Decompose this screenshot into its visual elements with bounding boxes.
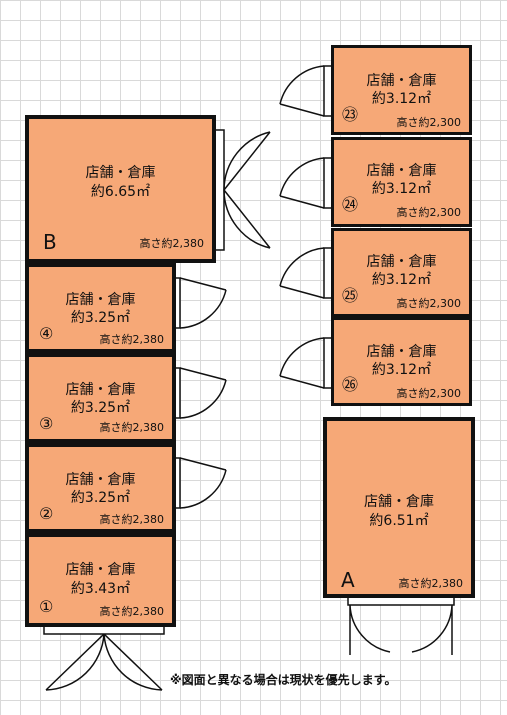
unit-area: 約6.51㎡ [369,513,429,529]
unit-height: 高さ約2,380 [99,421,165,434]
unit-id: ② [39,504,54,523]
unit-label: 店舗・倉庫 [366,344,437,360]
unit-area: 約3.12㎡ [371,181,432,197]
unit-area: 約3.12㎡ [371,362,432,378]
door-24 [279,157,333,209]
unit-height: 高さ約2,380 [398,577,464,590]
unit-label: 店舗・倉庫 [366,254,437,270]
unit-area: 約3.25㎡ [70,400,131,416]
unit-area: 約3.43㎡ [70,581,131,597]
unit-height: 高さ約2,300 [396,206,462,219]
unit-label: 店舗・倉庫 [85,165,156,181]
door-4 [171,277,227,329]
unit-height: 高さ約2,300 [396,387,462,400]
door-a [347,596,455,655]
unit-id: B [43,230,57,254]
unit-24: 店舗・倉庫 約3.12㎡ ㉔ 高さ約2,300 [331,137,472,227]
door-b [213,129,271,251]
door-25 [279,247,333,299]
unit-id: ㉖ [342,375,359,394]
unit-b: 店舗・倉庫 約6.65㎡ B 高さ約2,380 [25,115,216,263]
unit-23: 店舗・倉庫 約3.12㎡ ㉓ 高さ約2,300 [331,45,472,135]
door-23 [279,65,333,117]
unit-height: 高さ約2,380 [99,333,165,346]
unit-26: 店舗・倉庫 約3.12㎡ ㉖ 高さ約2,300 [331,317,472,406]
unit-label: 店舗・倉庫 [366,73,437,89]
unit-height: 高さ約2,380 [99,605,165,618]
unit-1: 店舗・倉庫 約3.43㎡ ① 高さ約2,380 [25,533,176,627]
unit-area: 約6.65㎡ [90,184,151,200]
unit-height: 高さ約2,300 [396,116,462,129]
unit-a: 店舗・倉庫 約6.51㎡ A 高さ約2,380 [323,417,475,598]
unit-label: 店舗・倉庫 [364,494,434,510]
unit-4: 店舗・倉庫 約3.25㎡ ④ 高さ約2,380 [25,263,176,353]
unit-id: A [341,568,355,592]
unit-25: 店舗・倉庫 約3.12㎡ ㉕ 高さ約2,300 [331,228,472,317]
unit-id: ㉔ [342,195,359,214]
unit-area: 約3.25㎡ [70,490,131,506]
disclaimer-note: ※図面と異なる場合は現状を優先します。 [170,673,397,687]
unit-label: 店舗・倉庫 [65,472,136,488]
unit-id: ④ [39,324,54,343]
unit-height: 高さ約2,380 [139,237,205,250]
unit-label: 店舗・倉庫 [65,292,136,308]
unit-label: 店舗・倉庫 [366,163,437,179]
unit-id: ㉓ [342,105,359,124]
door-26 [279,337,333,389]
unit-id: ① [39,597,54,616]
unit-id: ③ [39,414,54,433]
unit-label: 店舗・倉庫 [65,382,136,398]
door-1 [43,624,165,691]
unit-2: 店舗・倉庫 約3.25㎡ ② 高さ約2,380 [25,443,176,533]
door-2 [171,457,227,509]
unit-id: ㉕ [342,286,359,305]
unit-3: 店舗・倉庫 約3.25㎡ ③ 高さ約2,380 [25,353,176,443]
unit-area: 約3.12㎡ [371,91,432,107]
unit-height: 高さ約2,380 [99,513,165,526]
unit-area: 約3.12㎡ [371,272,432,288]
door-3 [171,367,227,419]
unit-height: 高さ約2,300 [396,297,462,310]
unit-label: 店舗・倉庫 [65,562,136,578]
unit-area: 約3.25㎡ [70,310,131,326]
